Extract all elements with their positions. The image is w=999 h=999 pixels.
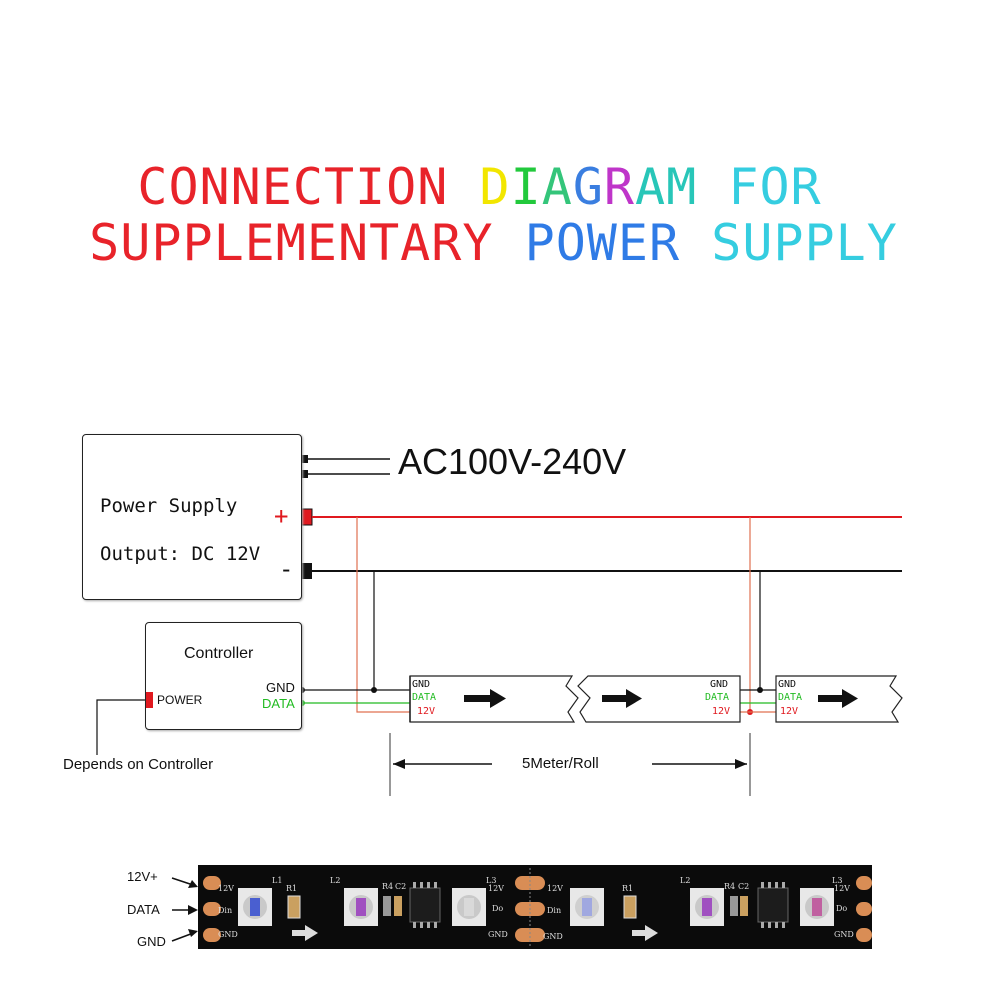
pcb-silkscreen-text: C2 xyxy=(395,882,407,891)
strip3-data-pad: DATA xyxy=(778,692,803,703)
pcb-silkscreen-text: GND xyxy=(488,930,508,939)
ac-terminal-2 xyxy=(300,470,308,478)
resistor-r1 xyxy=(287,895,301,919)
pcb-silkscreen-text: L3 xyxy=(486,876,497,885)
pcb-arrow-2 xyxy=(632,925,658,941)
title-fragment: FOR xyxy=(728,158,822,216)
led-1 xyxy=(238,888,272,926)
photo-label-gnd: GND xyxy=(137,934,166,949)
strip-segment-2 xyxy=(577,675,741,723)
pcb-silkscreen-text: GND xyxy=(834,930,854,939)
pcb-silkscreen-text: Do xyxy=(836,904,848,913)
pcb-silkscreen-text: 12V xyxy=(218,884,234,893)
title-fragment: D xyxy=(479,158,511,216)
controller-power-label: POWER xyxy=(157,693,203,707)
title-fragment: G xyxy=(572,158,604,216)
led-4 xyxy=(570,888,604,926)
controller-box xyxy=(145,622,302,730)
led-5 xyxy=(690,888,724,926)
minus-terminal xyxy=(300,563,312,579)
pcb-silkscreen-text: R1 xyxy=(622,884,634,893)
title-fragment: SUPPLY xyxy=(711,214,898,272)
pad-data-left xyxy=(203,902,221,916)
ac-terminal-1 xyxy=(300,455,308,463)
ic-chip-2 xyxy=(757,882,789,928)
strip-arrow-3 xyxy=(818,689,858,708)
title-fragment: CONNECTION xyxy=(137,158,480,216)
controller-note: Depends on Controller xyxy=(63,756,214,773)
ic-chip-1 xyxy=(409,882,441,928)
title-fragment: AM xyxy=(635,158,729,216)
pcb-silkscreen-text: R4 xyxy=(724,882,736,891)
pcb-silkscreen-text: L1 xyxy=(272,876,283,885)
led-2 xyxy=(344,888,378,926)
power-supply-output: Output: DC 12V xyxy=(100,543,261,565)
power-supply-box xyxy=(82,434,302,600)
photo-label-data: DATA xyxy=(127,902,160,917)
photo-label-12v: 12V+ xyxy=(127,869,158,884)
pcb-silkscreen-text: Din xyxy=(218,906,233,915)
strip1-gnd-pad: GND xyxy=(412,679,431,690)
branch-12v-left xyxy=(356,517,410,713)
title-fragment: A xyxy=(541,158,573,216)
pad-12v-left xyxy=(203,876,221,890)
plus-label: + xyxy=(274,502,289,530)
title-line-2: SUPPLEMENTARY POWER SUPPLY xyxy=(0,214,993,272)
strip2-gnd-pad: GND xyxy=(710,679,729,690)
pcb-arrow-1 xyxy=(292,925,318,941)
strip-arrow-2 xyxy=(602,689,642,708)
pcb-silkscreen-text: GND xyxy=(218,930,238,939)
pcb-silkscreen-text: GND xyxy=(543,932,563,941)
controller-title: Controller xyxy=(184,645,254,662)
title-fragment: R xyxy=(603,158,636,216)
pcb-silkscreen-text: L2 xyxy=(680,876,691,885)
title-line-1: CONNECTION DIAGRAM FOR xyxy=(0,158,979,216)
strip-arrow-1 xyxy=(464,689,506,708)
controller-power-lead xyxy=(96,699,146,755)
led-3 xyxy=(452,888,486,926)
ac-input-label: AC100V-240V xyxy=(398,441,627,482)
strip2-data-pad: DATA xyxy=(705,692,730,703)
pcb-silkscreen-text: 12V xyxy=(488,884,504,893)
strip2-12v-pad: 12V xyxy=(712,706,731,717)
pcb-silkscreen-text: 12V xyxy=(547,884,563,893)
strip1-12v-pad: 12V xyxy=(417,706,436,717)
strip3-gnd-pad: GND xyxy=(778,679,797,690)
pad-gnd-left xyxy=(203,928,221,942)
pcb-silkscreen-text: C2 xyxy=(738,882,750,891)
title-fragment: POWER xyxy=(524,214,712,272)
pcb-silkscreen-text: Din xyxy=(547,906,562,915)
controller-power-port xyxy=(146,692,153,708)
controller-data-label: DATA xyxy=(262,696,295,711)
pcb-silkscreen-text: 12V xyxy=(834,884,850,893)
minus-label: - xyxy=(279,555,294,583)
pcb-silkscreen-text: L2 xyxy=(330,876,341,885)
controller-gnd-label: GND xyxy=(266,680,295,695)
pcb-silkscreen-text: L3 xyxy=(832,876,843,885)
led-6 xyxy=(800,888,834,926)
strip1-data-pad: DATA xyxy=(412,692,437,703)
pcb-silkscreen-text: R4 xyxy=(382,882,394,891)
title-fragment: I xyxy=(510,158,542,216)
strip3-12v-pad: 12V xyxy=(780,706,799,717)
power-supply-label: Power Supply xyxy=(100,495,238,517)
title-fragment: SUPPLEMENTARY xyxy=(89,214,525,272)
pcb-silkscreen-text: Do xyxy=(492,904,504,913)
roll-length-label: 5Meter/Roll xyxy=(522,755,599,772)
pcb-silkscreen-text: R1 xyxy=(286,884,298,893)
